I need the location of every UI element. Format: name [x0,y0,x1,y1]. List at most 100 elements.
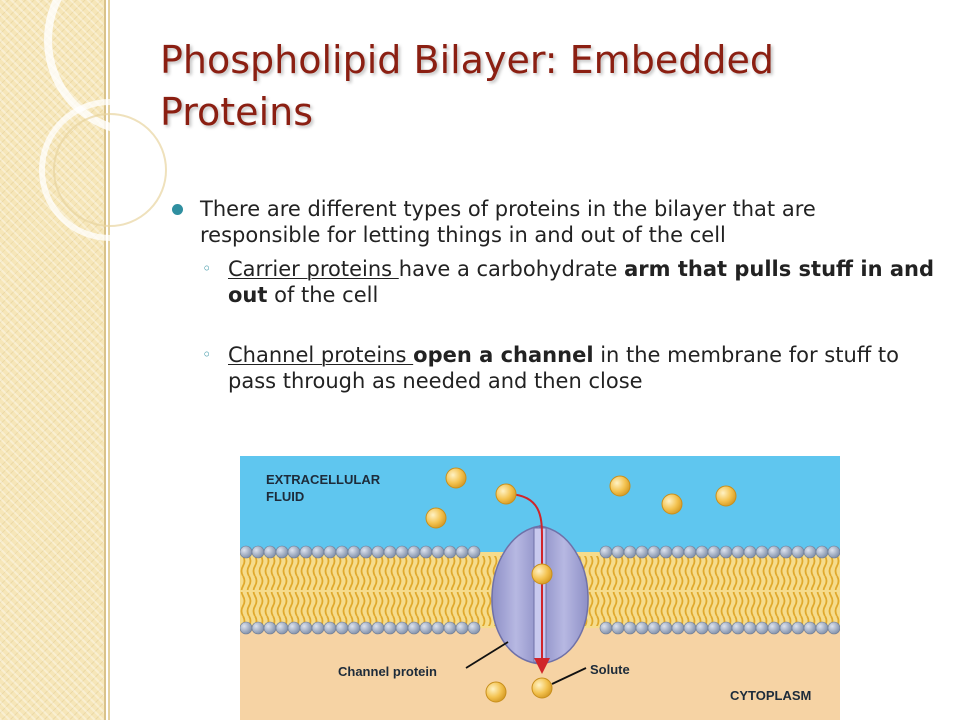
lipid-head [407,545,421,559]
lipid-head [323,545,337,559]
sub-bullet-carrier: ◦ Carrier proteins have a carbohydrate a… [170,256,940,308]
solute-particle [715,485,737,507]
lipid-head [431,621,445,635]
lipid-head [695,621,709,635]
lipid-head [659,621,673,635]
lipid-head [683,545,697,559]
lipid-head [719,621,733,635]
lipid-head [407,621,421,635]
lipid-head [467,621,481,635]
lipid-head [395,621,409,635]
lipid-head [623,621,637,635]
lipid-head [311,621,325,635]
channel-protein-icon [491,525,589,665]
solute-path-arrow [509,493,550,674]
lipid-head [371,545,385,559]
lipid-head [443,621,457,635]
lipid-head [323,621,337,635]
lipid-head [287,621,301,635]
carrier-text-bold: arm that pulls stuff in and out [228,257,934,307]
lipid-head [803,621,817,635]
lipid-head [827,621,840,635]
slide-body: There are different types of proteins in… [170,196,940,394]
lipid-head [599,545,613,559]
lipid-head [683,621,697,635]
lipid-head [635,545,649,559]
lipid-head [695,545,709,559]
bullet-text: There are different types of proteins in… [200,197,816,247]
lipid-head [251,545,265,559]
lipid-head [395,545,409,559]
lipid-head [275,545,289,559]
channel-protein-pointer [465,641,509,669]
carrier-text-1: have a carbohydrate [398,257,625,281]
lipid-head [743,621,757,635]
lipid-head [599,621,613,635]
sub-bullet-ring-icon: ◦ [202,259,212,278]
lipid-head [611,545,625,559]
label-channel-protein: Channel protein [338,664,437,679]
lipid-head [419,621,433,635]
carrier-text-2: of the cell [267,283,379,307]
decorative-rings [39,0,200,241]
label-cytoplasm: CYTOPLASM [730,688,811,703]
lipid-head [287,545,301,559]
solute-particle [495,483,517,505]
channel-proteins-term: Channel proteins [228,343,414,367]
lipid-head [275,621,289,635]
slide-title: Phospholipid Bilayer: Embedded Proteins [160,38,774,134]
lipid-head [240,621,253,635]
lipid-heads-lower [240,621,840,635]
lipid-head [767,621,781,635]
lipid-head [455,621,469,635]
label-extracellular-1: EXTRACELLULAR [266,472,381,487]
lipid-head [779,621,793,635]
lipid-head [791,621,805,635]
lipid-head [767,545,781,559]
sub-bullet-ring-icon: ◦ [202,345,212,364]
label-solute: Solute [590,662,630,677]
solute-particles [425,467,737,703]
lipid-head [659,545,673,559]
lipid-head [299,621,313,635]
channel-protein-diagram: EXTRACELLULAR FLUID Channel protein Solu… [240,456,840,720]
solute-particle [531,677,553,699]
lipid-head [611,621,625,635]
lipid-head [791,545,805,559]
lipid-head [299,545,313,559]
lipid-head [815,621,829,635]
solute-particle [425,507,447,529]
lipid-head [240,545,253,559]
lipid-head [467,545,481,559]
lipid-head [419,545,433,559]
bullet-dot-icon [172,204,183,215]
solute-particle [661,493,683,515]
lipid-head [635,621,649,635]
carrier-proteins-term: Carrier proteins [228,257,399,281]
sub-bullet-channel: ◦ Channel proteins open a channel in the… [170,342,940,394]
lipid-head [743,545,757,559]
label-extracellular-2: FLUID [266,489,304,504]
lipid-head [335,545,349,559]
lipid-head [623,545,637,559]
solute-particle [445,467,467,489]
lipid-head [755,621,769,635]
lipid-head [671,621,685,635]
lipid-head [815,545,829,559]
lipid-head [443,545,457,559]
lipid-head [827,545,840,559]
lipid-head [347,545,361,559]
lipid-head [779,545,793,559]
lipid-head [263,545,277,559]
channel-text-1: in the membrane for stuff to pass throug… [228,343,899,393]
lipid-heads-upper [240,545,840,559]
lipid-head [647,621,661,635]
lipid-head [455,545,469,559]
lipid-head [251,621,265,635]
lipid-head [707,621,721,635]
lipid-head [359,621,373,635]
lipid-head [719,545,733,559]
lipid-head [803,545,817,559]
solute-particle [485,681,507,703]
solute-particle [531,563,553,585]
